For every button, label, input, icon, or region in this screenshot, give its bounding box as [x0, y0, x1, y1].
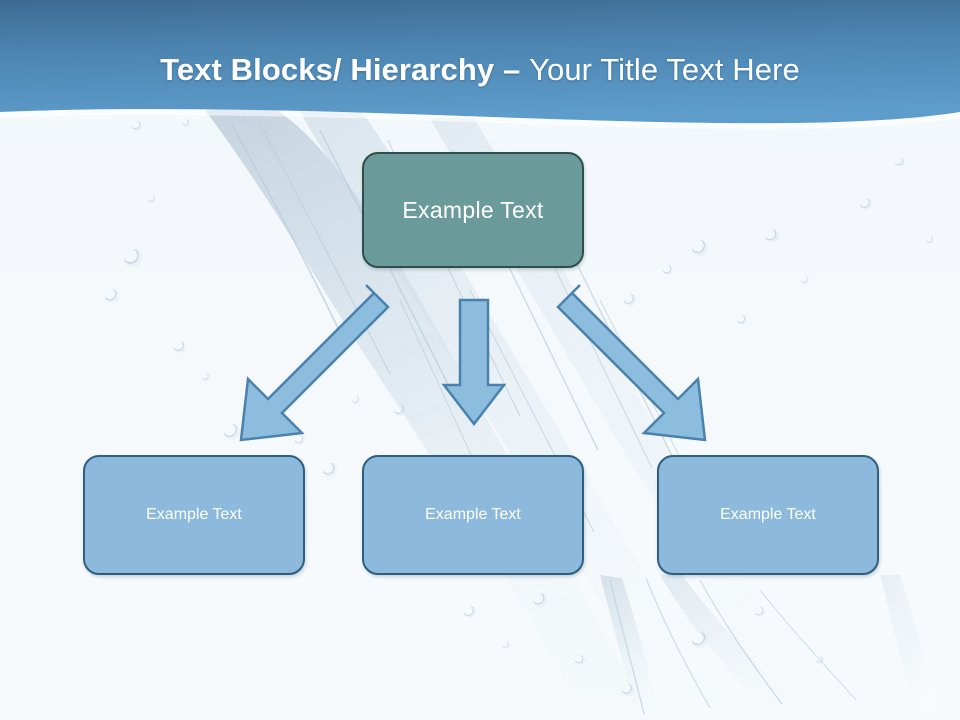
hierarchy-child-label-right: Example Text	[720, 506, 816, 523]
hierarchy-child-label-left: Example Text	[146, 506, 242, 523]
page-title: Text Blocks/ Hierarchy – Your Title Text…	[0, 52, 960, 88]
hierarchy-child-box-left[interactable]: Example Text	[83, 455, 305, 575]
page-title-strong: Text Blocks/ Hierarchy	[160, 52, 503, 87]
hierarchy-child-box-right[interactable]: Example Text	[657, 455, 879, 575]
hierarchy-child-box-center[interactable]: Example Text	[362, 455, 584, 575]
hierarchy-child-label-center: Example Text	[425, 506, 521, 523]
page-title-separator: –	[503, 52, 530, 87]
page-title-light: Your Title Text Here	[529, 52, 800, 87]
hierarchy-root-label: Example Text	[402, 196, 544, 223]
hierarchy-root-box[interactable]: Example Text	[362, 152, 584, 268]
header-band: Text Blocks/ Hierarchy – Your Title Text…	[0, 0, 960, 150]
